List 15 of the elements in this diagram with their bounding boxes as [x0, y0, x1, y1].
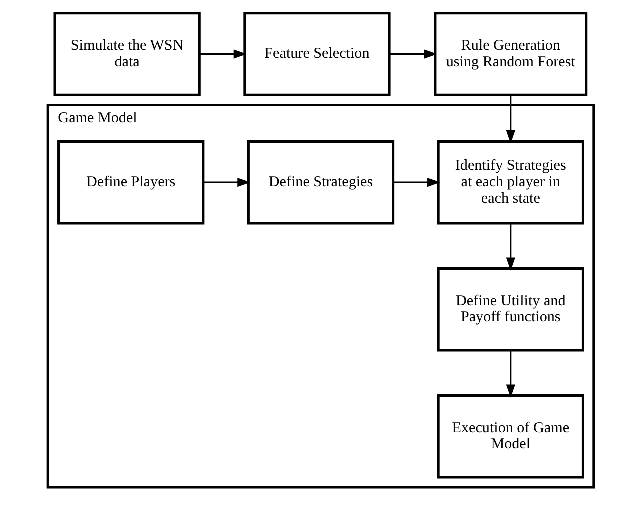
arrow — [202, 178, 250, 188]
node-box: Execution of Game Model — [436, 394, 584, 479]
arrow — [506, 224, 515, 271]
node-box: Define Utility and Payoff functions — [436, 267, 584, 352]
arrow — [199, 50, 246, 59]
node-box: Define Strategies — [246, 140, 394, 225]
node-box: Simulate the WSN data — [53, 12, 200, 96]
arrow — [506, 350, 515, 398]
arrow — [389, 50, 438, 59]
arrow — [392, 178, 440, 188]
node-box: Feature Selection — [243, 12, 390, 96]
node-box: Define Players — [57, 140, 204, 225]
arrow — [506, 95, 515, 144]
node-box: Identify Strategies at each player in each state — [436, 140, 584, 225]
node-box: Rule Generation using Random Forest — [434, 12, 588, 96]
